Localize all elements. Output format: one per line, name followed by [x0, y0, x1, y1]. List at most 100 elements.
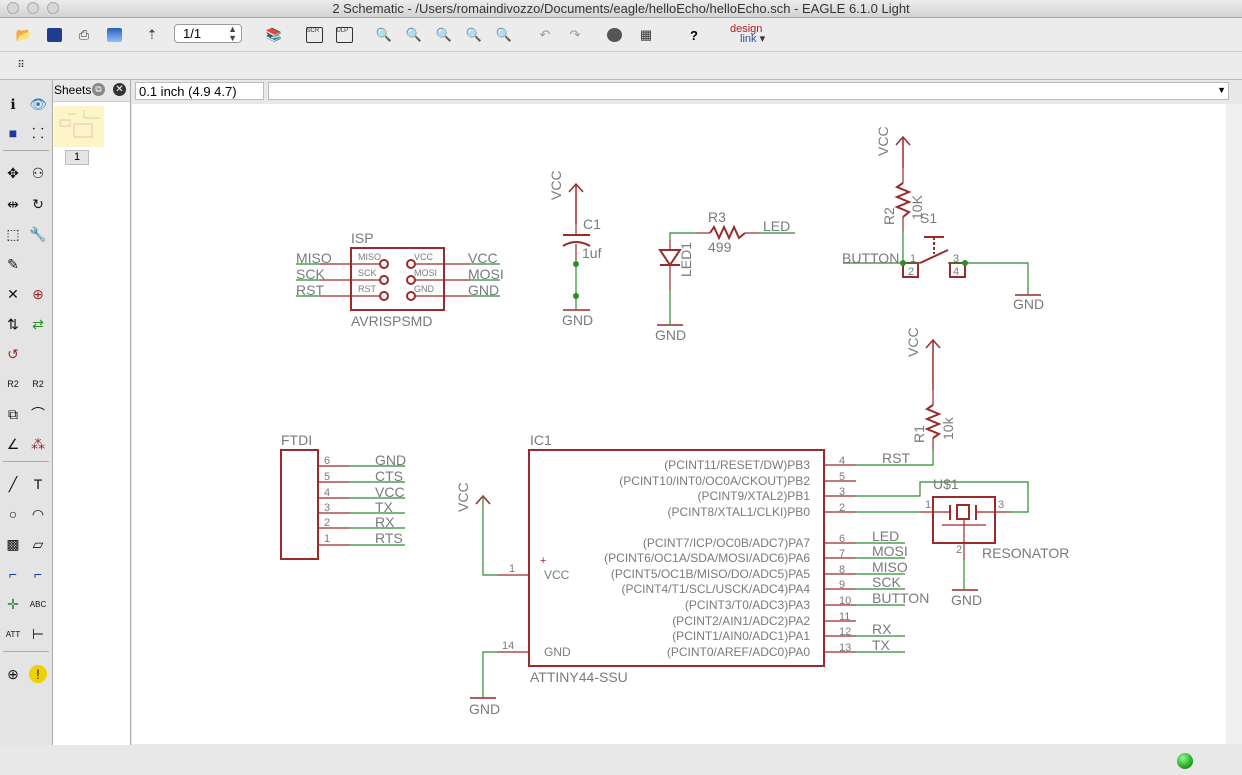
save-icon[interactable] — [44, 25, 64, 45]
close-panel-icon[interactable]: ✕ — [113, 83, 126, 96]
miter-icon[interactable]: ⌒ — [31, 406, 45, 422]
vertical-scrollbar[interactable] — [1226, 104, 1242, 744]
replace-icon[interactable]: ↺ — [7, 345, 19, 362]
parameter-toolbar: ⠿ — [0, 52, 1242, 80]
rotate-icon[interactable]: ↻ — [32, 195, 44, 212]
wire — [669, 232, 696, 240]
r3-body — [709, 224, 746, 241]
wire — [856, 450, 934, 466]
erc-icon[interactable]: ⊕ — [7, 665, 19, 682]
invoke-icon[interactable]: ⁂ — [31, 435, 45, 452]
ic1-pin-label: (PCINT2/AIN1/ADC2)PA2 — [672, 614, 810, 628]
pin1-marker: + — [540, 555, 546, 567]
sheet-icon[interactable]: ⇡ — [146, 27, 158, 42]
ic1-pin-label: (PCINT4/T1/SCL/USCK/ADC4)PA4 — [622, 582, 811, 596]
add-icon[interactable]: ⊕ — [32, 285, 44, 302]
ic1-pin-label: (PCINT3/T0/ADC3)PA3 — [685, 598, 810, 612]
wires — [296, 232, 1029, 698]
paste-icon[interactable]: ✎ — [7, 255, 19, 272]
schematic-canvas[interactable]: ISP AVRISPSMD MISO SCK RST VCC MOSI GND … — [132, 104, 1226, 744]
net-label: SCK — [872, 574, 901, 590]
change-icon[interactable]: 🔧 — [29, 225, 47, 242]
show-icon[interactable]: 👁 — [29, 95, 47, 112]
pin-number: 4 — [839, 455, 845, 467]
close-window-button[interactable] — [7, 2, 19, 14]
info-icon[interactable]: ℹ — [10, 95, 16, 112]
name-icon[interactable]: R2 — [7, 379, 19, 389]
wire — [856, 481, 1029, 513]
redo-icon[interactable]: ↷ — [569, 27, 581, 42]
pin-number: 5 — [324, 471, 330, 483]
bus-icon[interactable]: ⌐ — [8, 566, 18, 582]
minimize-window-button[interactable] — [27, 2, 39, 14]
r2-value: 10K — [909, 194, 925, 220]
design-link-button[interactable]: design link ▾ — [730, 23, 766, 45]
zoom-in-icon[interactable]: 🔍 — [405, 27, 423, 42]
open-icon[interactable]: 📂 — [15, 27, 33, 42]
undo-icon[interactable]: ↶ — [539, 27, 551, 42]
attribute-icon[interactable]: ATT — [5, 629, 21, 639]
zoom-fit-icon[interactable]: 🔍 — [375, 27, 393, 42]
polygon-icon[interactable]: ▱ — [32, 535, 44, 552]
value-icon[interactable]: R2 — [32, 379, 44, 389]
mark-icon[interactable]: ⸬ — [32, 124, 44, 141]
run-script-icon[interactable]: SCR — [304, 25, 324, 45]
zoom-window-button[interactable] — [47, 2, 59, 14]
float-panel-icon[interactable]: ⧉ — [92, 83, 105, 96]
schematic-drawing[interactable]: ISP AVRISPSMD MISO SCK RST VCC MOSI GND … — [132, 104, 1226, 744]
stop-icon[interactable] — [604, 25, 624, 45]
go-icon[interactable]: ▦ — [639, 27, 653, 42]
redraw-icon[interactable]: 🔍 — [465, 27, 483, 42]
pin-number: 6 — [324, 455, 330, 467]
sheet-thumbnail[interactable] — [54, 106, 104, 147]
circle-icon[interactable]: ○ — [8, 506, 18, 522]
ic1-pin-label: (PCINT1/AIN0/ADC1)PA1 — [672, 629, 810, 643]
net-label: BUTTON — [872, 590, 929, 606]
command-input[interactable]: ▼ — [268, 82, 1229, 100]
arc-icon[interactable]: ◠ — [31, 505, 45, 522]
split-icon[interactable]: ∠ — [6, 435, 20, 452]
zoom-select-icon[interactable]: 🔍 — [495, 27, 513, 42]
copy-icon[interactable]: ⚇ — [31, 164, 45, 181]
zoom-out-icon[interactable]: 🔍 — [435, 27, 453, 42]
junction — [962, 260, 968, 266]
pin-label: SCK — [358, 268, 377, 278]
board-switch-icon[interactable]: 📚 — [265, 27, 283, 42]
pinswap-icon[interactable]: ⇅ — [7, 315, 19, 332]
errors-icon[interactable]: ! — [29, 665, 47, 683]
net-label: GND — [468, 282, 499, 298]
led1-name: LED1 — [678, 242, 694, 277]
print-icon[interactable]: ⎙ — [78, 27, 90, 42]
sheet-select[interactable]: 1/1▲▼ — [174, 24, 242, 43]
junction-icon[interactable]: ✛ — [7, 595, 19, 612]
help-icon[interactable]: ? — [690, 27, 698, 43]
r3-value: 499 — [708, 239, 732, 255]
net-icon[interactable]: ⌐ — [33, 566, 43, 582]
chevron-down-icon[interactable]: ▼ — [1217, 85, 1226, 95]
text-icon[interactable]: T — [33, 476, 43, 492]
coordinate-bar: 0.1 inch (4.9 4.7) ▼ — [132, 80, 1242, 102]
net-label: MOSI — [872, 543, 908, 559]
cam-processor-icon[interactable] — [104, 25, 124, 45]
vcc-label: VCC — [875, 126, 891, 156]
smash-icon[interactable]: ⧉ — [8, 405, 18, 422]
mirror-icon[interactable]: ⇹ — [7, 195, 19, 212]
group-icon[interactable]: ⬚ — [6, 225, 20, 242]
ic1-pin-label: (PCINT0/AREF/ADC0)PA0 — [667, 645, 810, 659]
label-icon[interactable]: ABC — [29, 599, 47, 609]
run-ulp-icon[interactable]: ULP — [334, 25, 354, 45]
dimension-icon[interactable]: ⊢ — [31, 625, 45, 642]
ic1-pin-label: (PCINT5/OC1B/MISO/DO/ADC5)PA5 — [611, 567, 810, 581]
sheet-number[interactable]: 1 — [65, 150, 89, 165]
move-icon[interactable]: ✥ — [7, 164, 19, 181]
display-layers-icon[interactable]: ■ — [8, 125, 18, 141]
title-bar: 2 Schematic - /Users/romaindivozzo/Docum… — [0, 0, 1242, 18]
resonator-crystal — [956, 504, 970, 520]
delete-icon[interactable]: ✕ — [7, 285, 19, 302]
s1-name: S1 — [920, 210, 937, 226]
gateswap-icon[interactable]: ⇄ — [32, 315, 44, 332]
net-label: RST — [296, 282, 324, 298]
junction — [900, 260, 906, 266]
rectangle-icon[interactable]: ▩ — [6, 535, 20, 552]
wire-icon[interactable]: ╱ — [8, 475, 18, 492]
